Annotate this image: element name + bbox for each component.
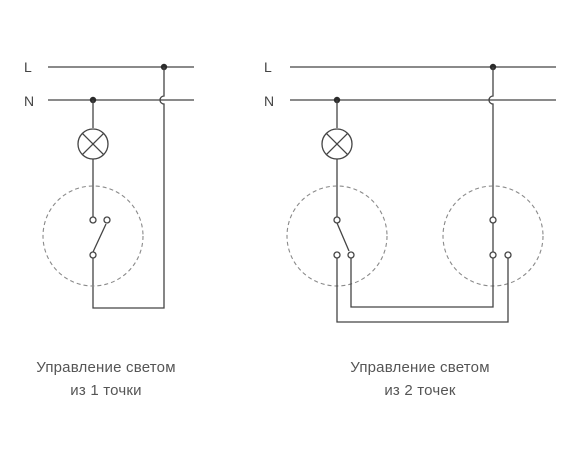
- caption-two-point-line1: Управление светом: [350, 359, 490, 376]
- caption-two-point-line2: из 2 точек: [384, 382, 456, 399]
- switch2-terminal-right: [504, 251, 512, 259]
- switch-outline-left: [42, 185, 144, 287]
- switch1-terminal-common: [333, 216, 341, 224]
- two-point-diagram: L N: [264, 59, 556, 323]
- lamp-right: [321, 128, 353, 160]
- caption-two-point: Управление светом из 2 точек: [310, 356, 530, 402]
- switch-terminal-top-left: [89, 216, 97, 224]
- caption-single-point: Управление светом из 1 точки: [0, 356, 212, 402]
- switch1-terminal-left: [333, 251, 341, 259]
- phase-to-switch-wire-left: [92, 67, 165, 309]
- switch-lever-left: [92, 223, 107, 253]
- switch2-terminal-common: [489, 216, 497, 224]
- label-L-left: L: [24, 59, 32, 75]
- traveller-wire-inner: [350, 258, 494, 308]
- label-N-right: N: [264, 93, 274, 109]
- switch1-lever: [336, 222, 350, 252]
- switch1-terminal-right: [347, 251, 355, 259]
- phase-to-switch2-wire: [488, 67, 494, 217]
- caption-single-point-line2: из 1 точки: [70, 382, 142, 399]
- switch2-terminal-left: [489, 251, 497, 259]
- label-L-right: L: [264, 59, 272, 75]
- switch-terminal-top-right: [103, 216, 111, 224]
- single-point-diagram: L N: [24, 59, 194, 309]
- label-N-left: N: [24, 93, 34, 109]
- lamp-left: [77, 128, 109, 160]
- caption-single-point-line1: Управление светом: [36, 359, 176, 376]
- switch-terminal-bottom: [89, 251, 97, 259]
- traveller-wire-outer: [336, 258, 509, 323]
